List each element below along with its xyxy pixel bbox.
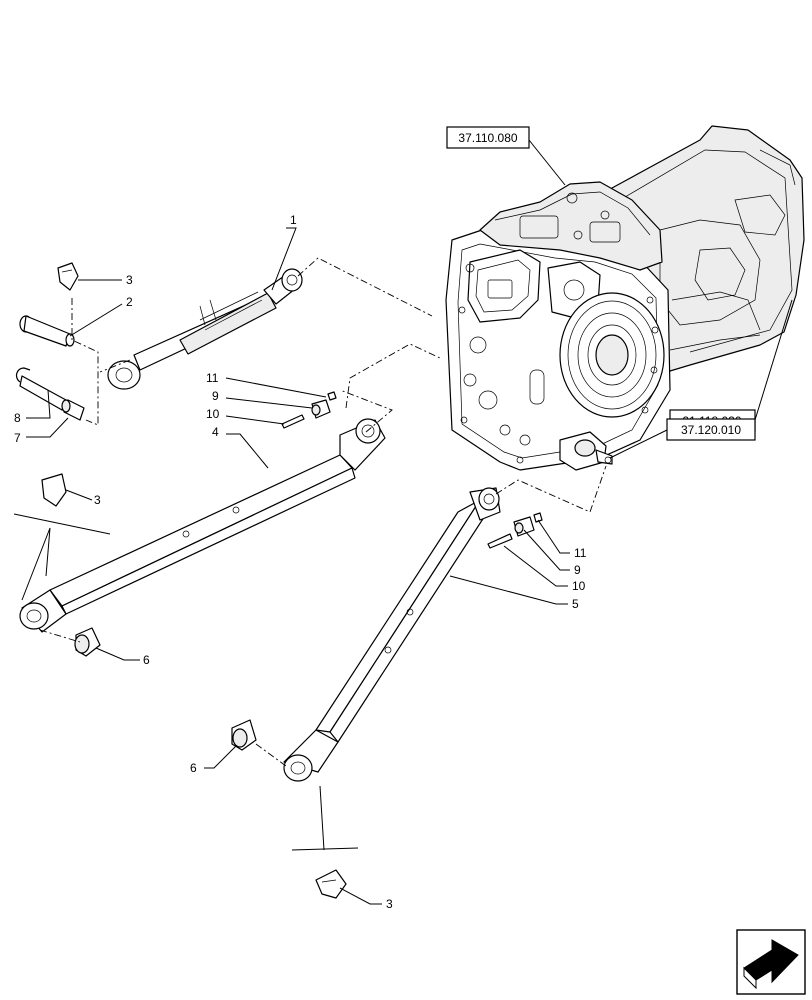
callout-3: 3	[94, 493, 101, 507]
lower-link-right	[283, 487, 501, 782]
lower-link-left	[19, 418, 386, 633]
callout-1: 1	[290, 213, 297, 227]
callout-9: 9	[574, 563, 581, 577]
reference-label: 37.110.080	[458, 131, 517, 145]
top-link	[107, 268, 303, 390]
linch-pin-clip	[41, 473, 67, 507]
reference-box-37-110-080[interactable]: 37.110.080	[446, 126, 530, 149]
assembly-centerlines	[39, 257, 607, 767]
bushing	[61, 399, 85, 421]
callout-10: 10	[572, 579, 586, 593]
callout-6: 6	[143, 653, 150, 667]
fastener-set-lower	[487, 512, 543, 549]
callout-3: 3	[386, 897, 393, 911]
callout-2: 2	[126, 295, 133, 309]
callout-leaders	[26, 227, 668, 905]
link-ball	[231, 719, 257, 751]
callout-3: 3	[126, 273, 133, 287]
callout-11: 11	[206, 371, 219, 385]
linkage-pin	[15, 367, 67, 411]
direction-marker-left	[13, 513, 111, 601]
callout-5: 5	[572, 597, 579, 611]
callout-11: 11	[574, 546, 587, 560]
callout-6: 6	[190, 761, 197, 775]
reference-box-37-120-010-visible[interactable]	[666, 418, 756, 441]
callout-9: 9	[212, 389, 219, 403]
callout-7: 7	[14, 431, 21, 445]
callout-8: 8	[14, 411, 21, 425]
linch-pin-clip	[57, 262, 79, 291]
fastener-set-upper	[281, 391, 337, 429]
reference-label-37-120-010: 37.120.010	[681, 423, 741, 437]
linch-pin-clip	[315, 869, 347, 899]
callout-10: 10	[206, 407, 220, 421]
transmission-housing	[445, 125, 805, 471]
callout-4: 4	[212, 425, 219, 439]
next-page-arrow-icon[interactable]	[736, 929, 806, 995]
direction-marker-bottom	[291, 785, 359, 851]
link-ball	[74, 627, 101, 657]
top-link-pin	[19, 315, 75, 347]
leader-line	[754, 299, 793, 421]
leader-line	[528, 139, 566, 186]
